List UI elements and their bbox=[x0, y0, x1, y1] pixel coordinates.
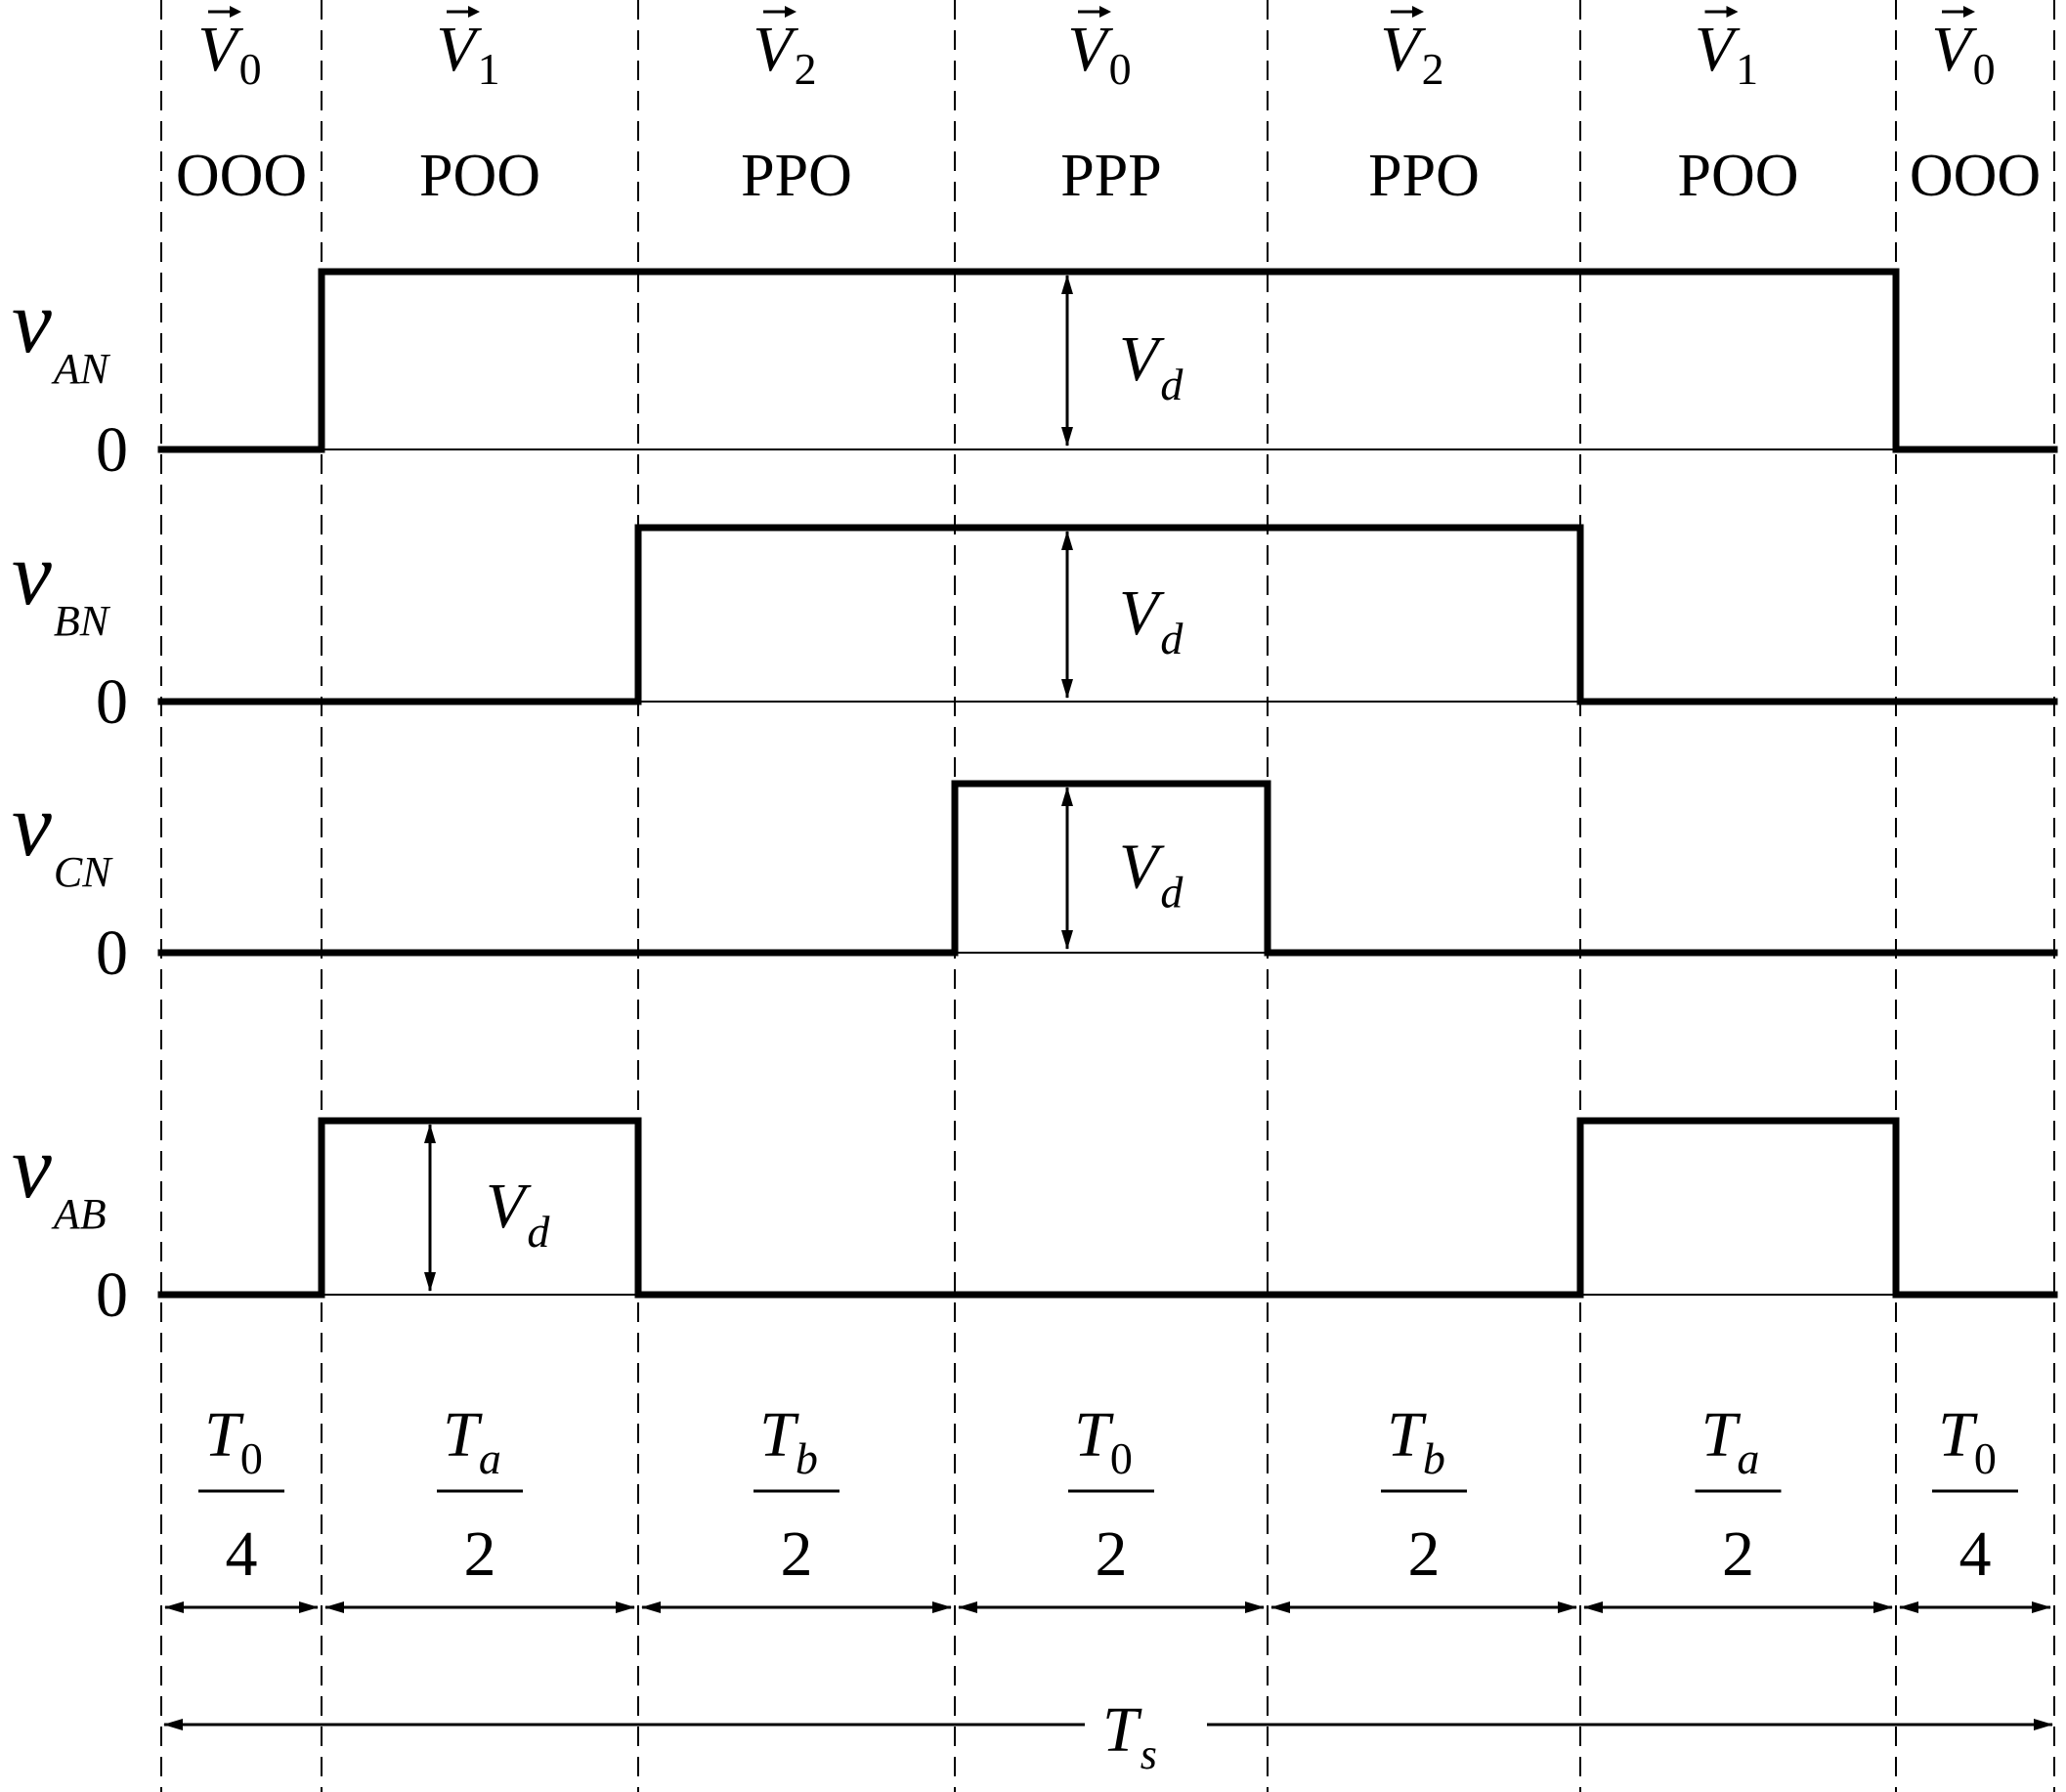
switching-state-label: OOO bbox=[176, 143, 307, 209]
amplitude-label: Vd bbox=[486, 1171, 550, 1257]
segment-duration: T02 bbox=[958, 1399, 1265, 1613]
segment-duration: Tb 2 bbox=[1270, 1399, 1577, 1613]
amplitude-label: Vd bbox=[1119, 577, 1184, 663]
waveform-trace bbox=[157, 268, 2058, 453]
zero-level-label: 0 bbox=[96, 1259, 128, 1331]
segment-duration: Tb 2 bbox=[641, 1399, 952, 1613]
space-vector-label: V2 bbox=[753, 14, 816, 94]
waveform-trace bbox=[157, 1117, 2058, 1299]
zero-level-label: 0 bbox=[96, 414, 128, 486]
segment-duration: Ta 2 bbox=[1583, 1399, 1893, 1613]
waveform-ab: vAB 0 Vd bbox=[12, 1117, 2058, 1331]
duration-denominator: 2 bbox=[1408, 1518, 1441, 1590]
segment-duration: T04 bbox=[164, 1399, 319, 1613]
period-dimension: Ts bbox=[163, 1694, 2053, 1778]
waveform-name-label: vAN bbox=[12, 272, 111, 393]
duration-numerator: Tb bbox=[1387, 1399, 1445, 1483]
duration-numerator: T0 bbox=[204, 1399, 263, 1483]
waveform-cn: vCN 0 Vd bbox=[12, 775, 2058, 989]
duration-denominator: 4 bbox=[1959, 1518, 1992, 1590]
waveform-trace bbox=[157, 524, 2058, 705]
duration-denominator: 4 bbox=[226, 1518, 258, 1590]
zero-level-label: 0 bbox=[96, 666, 128, 738]
space-vector-label: V2 bbox=[1380, 14, 1443, 94]
switching-state-label: PPO bbox=[1368, 143, 1480, 209]
duration-denominator: 2 bbox=[1722, 1518, 1754, 1590]
segment-duration: T04 bbox=[1899, 1399, 2051, 1613]
duration-denominator: 2 bbox=[464, 1518, 496, 1590]
vector-arrow-head bbox=[785, 6, 796, 18]
waveform-name-label: vBN bbox=[12, 524, 111, 645]
waveform-bn: vBN 0 Vd bbox=[12, 524, 2058, 738]
switching-state-label: POO bbox=[419, 143, 540, 209]
switching-state-label: PPO bbox=[741, 143, 852, 209]
vector-arrow-head bbox=[1412, 6, 1424, 18]
duration-denominator: 2 bbox=[781, 1518, 813, 1590]
vector-arrow-head bbox=[1726, 6, 1739, 18]
waveform-name-label: vAB bbox=[12, 1117, 107, 1238]
space-vector-label: V0 bbox=[1931, 14, 1995, 94]
space-vector-label: V0 bbox=[1067, 14, 1131, 94]
period-label: Ts bbox=[1102, 1694, 1157, 1778]
switching-state-label: OOO bbox=[1910, 143, 2041, 209]
duration-numerator: T0 bbox=[1938, 1399, 1997, 1483]
duration-numerator: T0 bbox=[1074, 1399, 1133, 1483]
space-vector-label: V0 bbox=[197, 14, 261, 94]
waveform-trace bbox=[157, 780, 2058, 957]
vector-arrow-head bbox=[1963, 6, 1975, 18]
space-vector-label: V1 bbox=[1695, 14, 1758, 94]
vector-arrow-head bbox=[1099, 6, 1111, 18]
duration-numerator: Ta bbox=[443, 1399, 501, 1483]
amplitude-label: Vd bbox=[1119, 832, 1184, 917]
vector-arrow-head bbox=[468, 6, 480, 18]
space-vector-label: V1 bbox=[436, 14, 499, 94]
segment-duration: Ta 2 bbox=[324, 1399, 635, 1613]
duration-denominator: 2 bbox=[1096, 1518, 1128, 1590]
vector-arrow-head bbox=[230, 6, 241, 18]
waveform-an: vAN 0 Vd bbox=[12, 268, 2058, 486]
amplitude-label: Vd bbox=[1119, 323, 1184, 409]
zero-level-label: 0 bbox=[96, 917, 128, 989]
duration-numerator: Ta bbox=[1701, 1399, 1760, 1483]
waveform-name-label: vCN bbox=[12, 775, 113, 896]
switching-state-label: POO bbox=[1677, 143, 1798, 209]
switching-state-label: PPP bbox=[1060, 143, 1161, 209]
duration-numerator: Tb bbox=[759, 1399, 818, 1483]
